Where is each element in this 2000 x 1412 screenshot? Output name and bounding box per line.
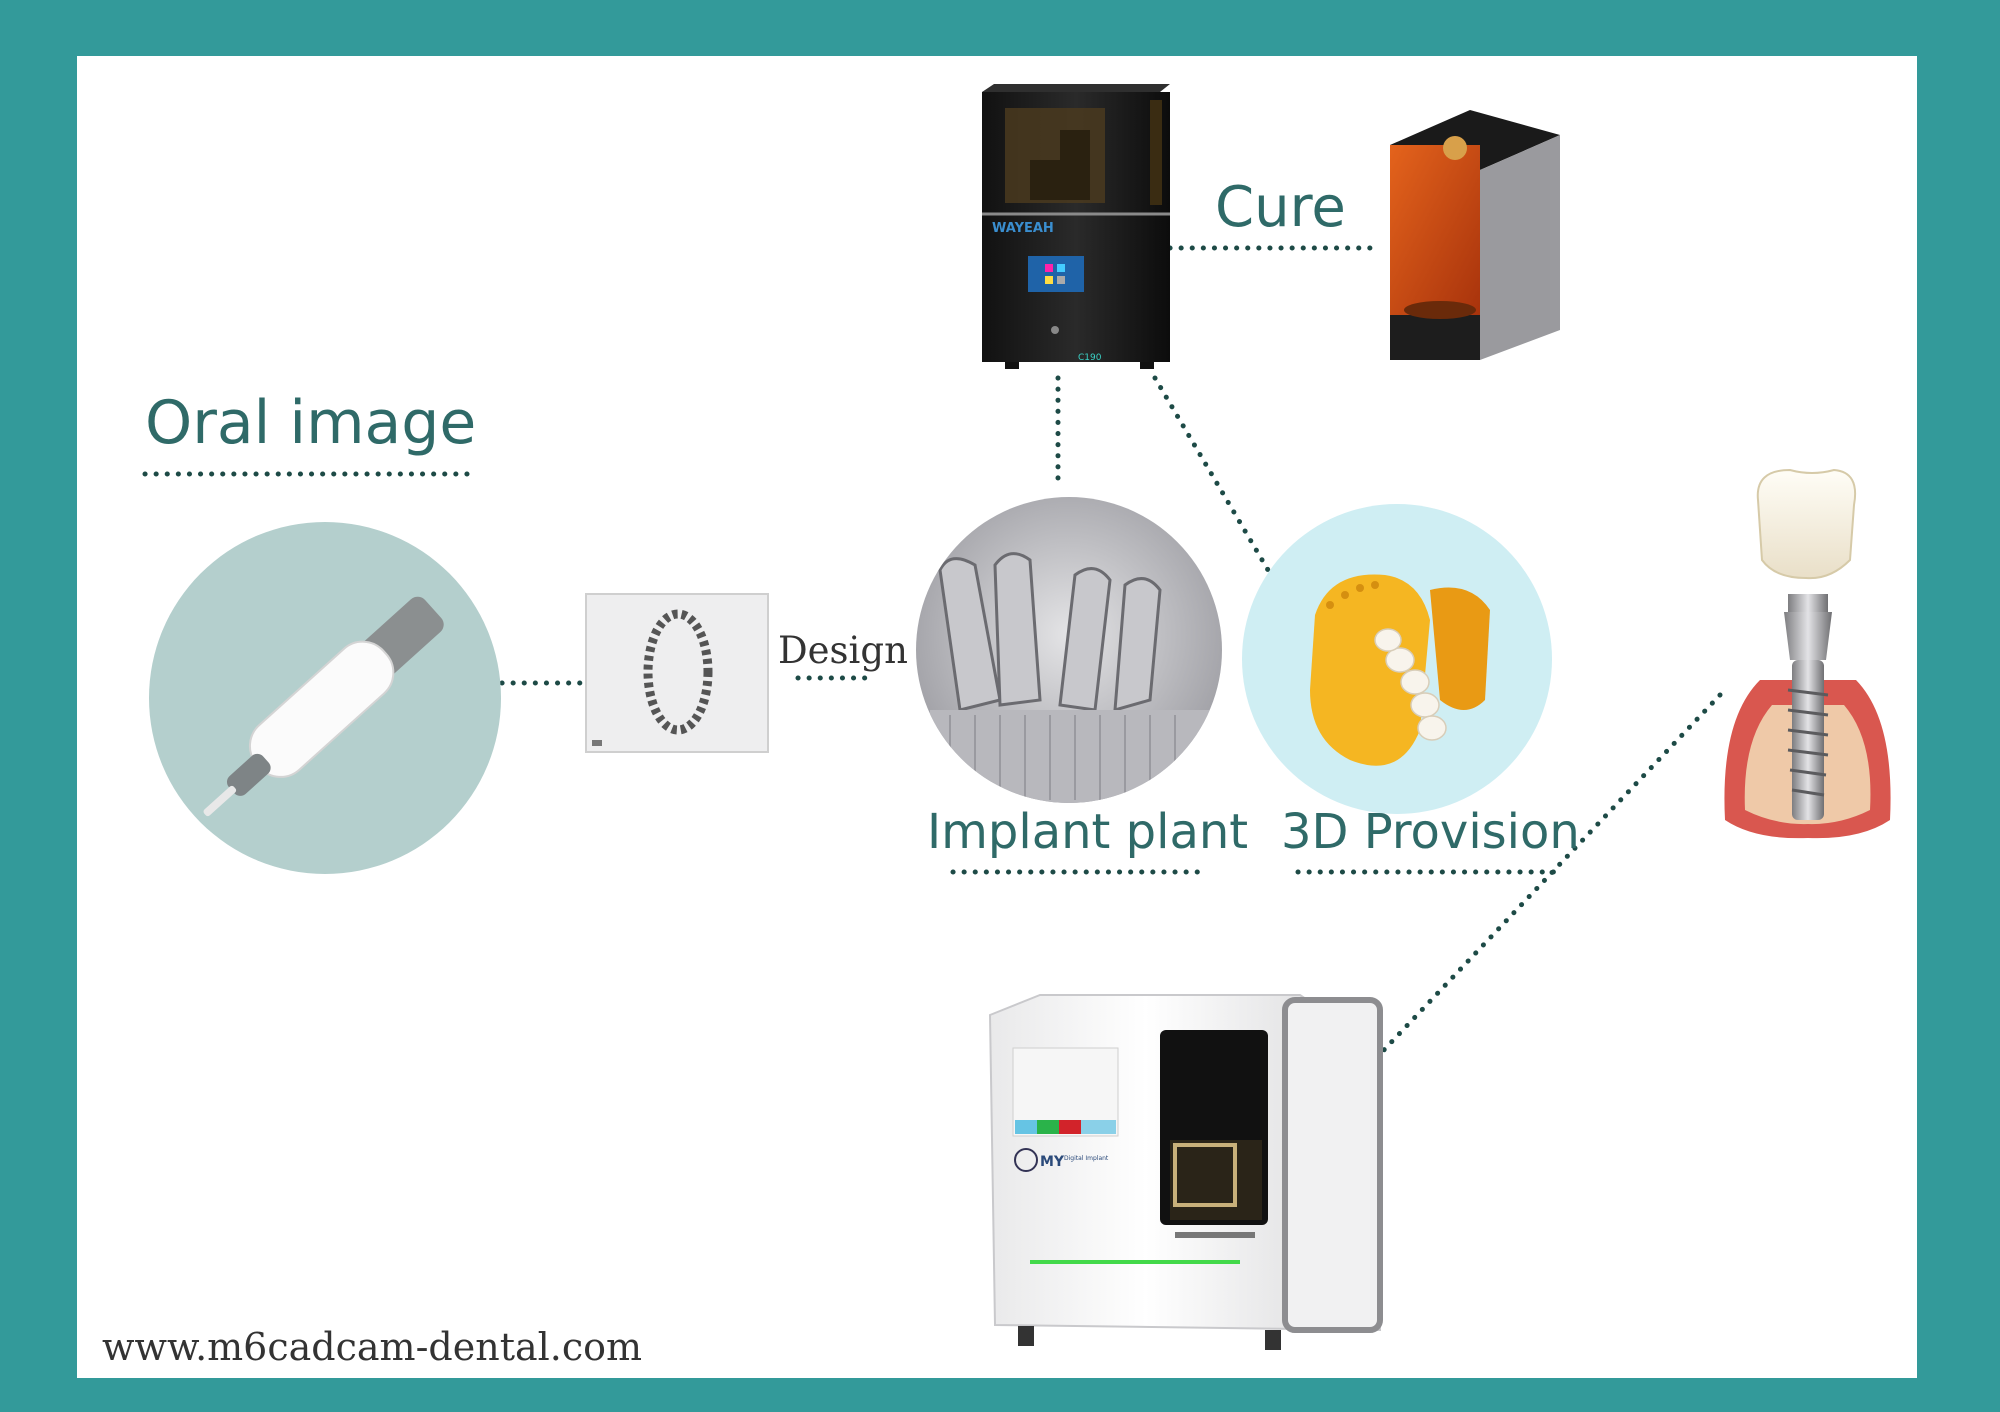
implant-plant-label: Implant plant	[927, 804, 1249, 860]
oral-image-label: Oral image	[145, 388, 477, 458]
design-label: Design	[778, 629, 908, 672]
content-panel	[77, 56, 1917, 1378]
3d-provision-label: 3D Provision	[1281, 804, 1580, 860]
cure-label: Cure	[1215, 175, 1346, 240]
website-url: www.m6cadcam-dental.com	[102, 1325, 643, 1369]
